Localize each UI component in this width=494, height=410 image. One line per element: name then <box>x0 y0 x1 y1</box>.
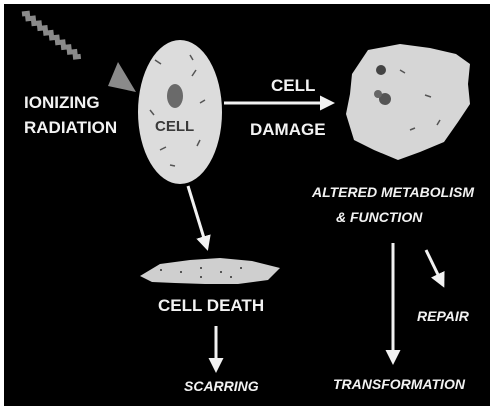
label-transformation: TRANSFORMATION <box>333 376 466 392</box>
label-cell-death: CELL DEATH <box>158 296 264 315</box>
cell-icon <box>138 40 222 184</box>
label-radiation: RADIATION <box>24 118 117 137</box>
label-cell: CELL <box>155 118 194 135</box>
label-damage: DAMAGE <box>250 120 326 139</box>
label-cell-top: CELL <box>271 76 315 95</box>
label-altered-2: & FUNCTION <box>336 209 423 225</box>
label-scarring: SCARRING <box>184 378 259 394</box>
label-altered-1: ALTERED METABOLISM <box>311 184 474 200</box>
label-repair: REPAIR <box>417 308 470 324</box>
label-ionizing: IONIZING <box>24 93 100 112</box>
